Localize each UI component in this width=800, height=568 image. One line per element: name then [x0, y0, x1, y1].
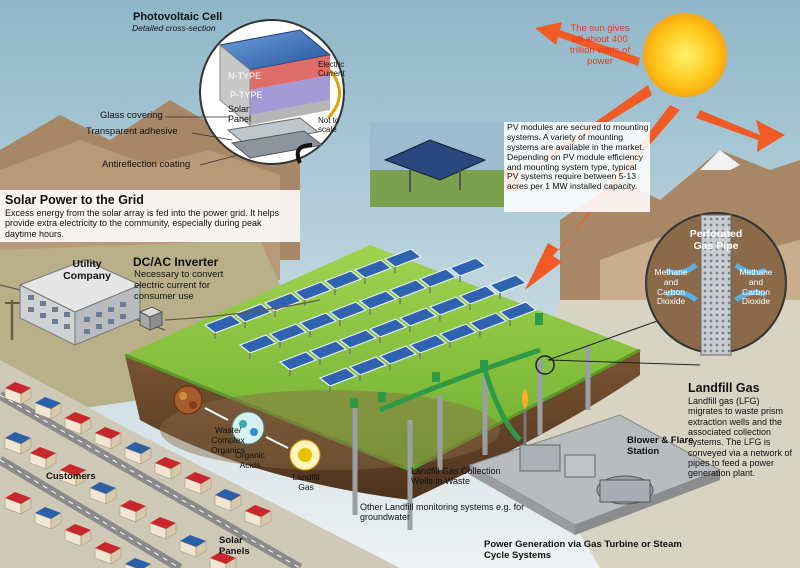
solar-panel: [498, 301, 538, 321]
utility-company-label: Utility Company: [63, 258, 111, 283]
house: [34, 507, 62, 530]
pv-cell-magnifier: [165, 19, 345, 166]
waste-label: Waste/ Complex Organics: [210, 425, 245, 455]
house: [184, 472, 212, 495]
solar-panel: [338, 329, 378, 349]
gas-wells: [352, 345, 591, 530]
well-heads: [350, 313, 543, 408]
solar-panel: [323, 270, 363, 290]
house: [64, 412, 92, 435]
transparent-adhesive-label: Transparent adhesive: [86, 126, 178, 137]
utility-building: [18, 259, 142, 346]
solar-panel: [458, 285, 498, 305]
inverter-box: [138, 306, 164, 331]
sun-graphic: [643, 13, 727, 97]
solar-grid-title: Solar Power to the Grid: [5, 193, 144, 207]
solar-panel: [298, 312, 338, 332]
solar-panel: [368, 318, 408, 338]
house: [29, 447, 57, 470]
house: [244, 505, 272, 528]
house: [89, 482, 117, 505]
house: [34, 397, 62, 420]
solar-panel-label: Solar Panel: [228, 104, 252, 125]
antireflection-label: Antireflection coating: [102, 159, 191, 170]
solar-panel: [293, 281, 333, 301]
solar-grid-text: Excess energy from the solar array is fe…: [5, 208, 280, 239]
solar-grid-box: Solar Power to the Grid Excess energy fr…: [0, 190, 300, 242]
solar-panel: [348, 356, 388, 376]
solar-panel: [438, 323, 478, 343]
blower-label: Blower & Flare Station: [627, 435, 694, 457]
solar-panel: [378, 345, 418, 365]
solar-panel: [233, 303, 273, 323]
landfill-gas-text: Landfill gas (LFG) migrates to waste pri…: [688, 396, 793, 479]
solar-panel: [383, 248, 423, 268]
pv-cell-title: Photovoltaic Cell: [133, 11, 223, 23]
pv-modules-text: PV modules are secured to mounting syste…: [507, 122, 649, 192]
house: [59, 464, 87, 487]
landfill-gas-label: Landfill Gas: [292, 472, 320, 492]
decomposition-bubbles: [173, 385, 321, 471]
house: [209, 552, 237, 568]
house: [94, 427, 122, 450]
solar-array: [203, 248, 538, 392]
solar-panel: [358, 290, 398, 310]
pv-cell-subtitle: Detailed cross-section: [132, 23, 216, 33]
gas-pipe-title: Perforated Gas Pipe: [689, 228, 743, 253]
solar-panel: [388, 279, 428, 299]
solar-panel: [238, 334, 278, 354]
solar-panel: [488, 274, 528, 294]
gas-pipe-left-label: Methane and Carbon Dioxide: [654, 267, 688, 307]
not-to-scale-label: Not to scale: [318, 116, 340, 135]
solar-panel: [328, 301, 368, 321]
inverter-title: DC/AC Inverter: [133, 255, 219, 269]
house: [149, 517, 177, 540]
solar-panel: [468, 312, 508, 332]
glass-covering-label: Glass covering: [100, 110, 163, 121]
house: [4, 432, 32, 455]
house: [119, 500, 147, 523]
house: [154, 457, 182, 480]
solar-panels-label: Solar Panels: [219, 535, 250, 557]
solar-panel: [278, 351, 318, 371]
house: [179, 535, 207, 558]
organic-acids-label: Organic Acids: [235, 450, 265, 470]
solar-panel: [448, 257, 488, 277]
house: [4, 492, 32, 515]
solar-panel: [408, 334, 448, 354]
monitoring-label: Other Landfill monitoring systems e.g. f…: [360, 502, 525, 523]
pv-module-photo: [370, 122, 504, 207]
customers-label: Customers: [46, 471, 96, 482]
solar-panel: [203, 314, 243, 334]
power-generation-label: Power Generation via Gas Turbine or Stea…: [484, 539, 682, 561]
house: [94, 542, 122, 565]
house: [4, 382, 32, 405]
power-station: [468, 388, 722, 535]
town: [0, 360, 400, 568]
gas-pipe-right-label: Methane and Carbon Dioxide: [739, 267, 773, 307]
electric-current-label: Electric Current: [318, 60, 345, 79]
n-type-label: N-TYPE: [228, 71, 262, 81]
solar-panel: [268, 323, 308, 343]
house: [124, 558, 152, 568]
gas-pipe-magnifier: [535, 212, 787, 375]
house: [214, 489, 242, 512]
pv-modules-box: PV modules are secured to mounting syste…: [504, 122, 650, 212]
solar-panel: [353, 259, 393, 279]
collection-wells-label: Landfill Gas Collection Wells in Waste: [411, 466, 501, 487]
solar-panel: [318, 367, 358, 387]
solar-panel: [428, 296, 468, 316]
landfill-gas-title: Landfill Gas: [688, 381, 760, 395]
p-type-label: P-TYPE: [230, 90, 263, 100]
inverter-text: Necessary to convert electric current fo…: [134, 269, 224, 302]
solar-panel: [308, 340, 348, 360]
solar-panel: [398, 307, 438, 327]
solar-panel: [418, 268, 458, 288]
house: [64, 524, 92, 547]
house: [124, 442, 152, 465]
collection-pipe: [379, 347, 541, 442]
sun-text: The sun gives off about 400 trillion wat…: [569, 23, 631, 67]
